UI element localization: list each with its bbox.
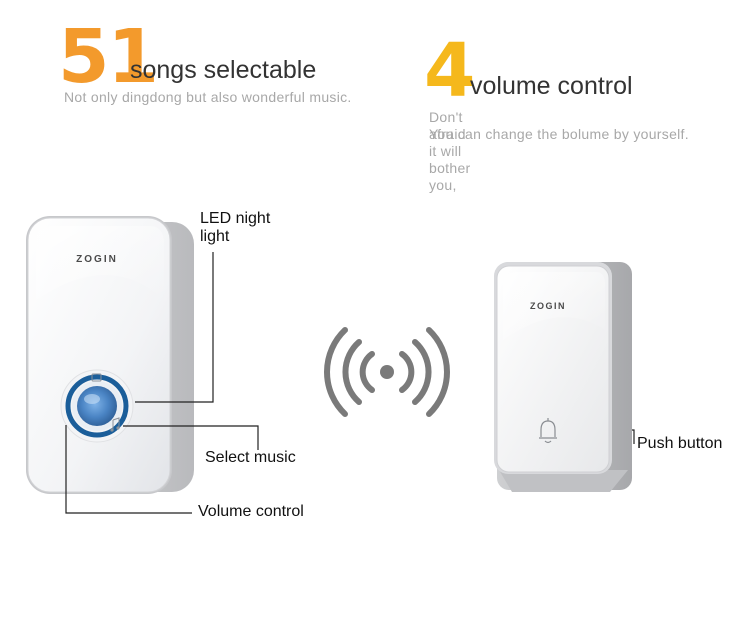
callout-volume [65,425,192,514]
bell-icon[interactable] [539,418,557,444]
songs-count: 51 [58,14,159,100]
wireless-signal-icon [324,327,450,417]
music-note-icon[interactable] [110,417,120,432]
volume-description-line-1: Don't afraid it will bother you, [429,109,471,193]
callout-select-music [123,425,259,450]
volume-title: volume control [470,72,633,100]
led-night-light[interactable] [77,386,117,426]
volume-levels: 4 [424,28,475,114]
volume-description-line-2: You can change the bolume by yourself. [429,126,689,142]
songs-title: songs selectable [130,56,317,84]
receiver-brand-logo: ZOGIN [76,254,118,265]
push-button-label: Push button [637,435,723,452]
transmitter-brand-logo: ZOGIN [530,301,566,311]
callout-led [135,252,214,403]
led-night-light-label: LED night light [200,210,271,245]
volume-control-label: Volume control [198,503,304,520]
receiver-control-dial[interactable] [60,369,134,443]
receiver-unit: ZOGIN [26,216,194,494]
select-music-label: Select music [205,449,296,466]
mode-icon[interactable] [91,373,102,382]
transmitter-unit: ZOGIN [494,262,632,492]
songs-description: Not only dingdong but also wonderful mus… [64,89,352,105]
